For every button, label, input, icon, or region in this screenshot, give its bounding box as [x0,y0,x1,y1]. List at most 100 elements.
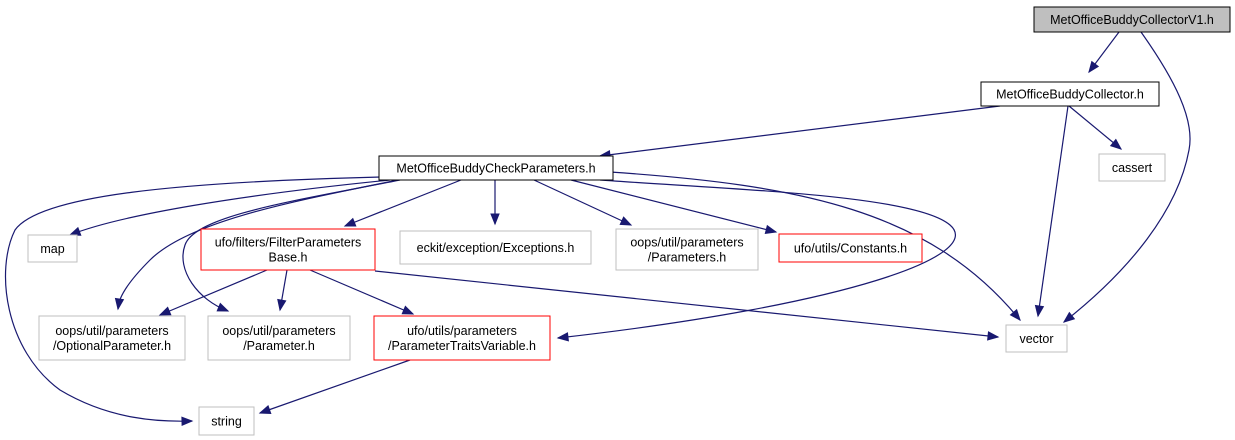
arrowhead [987,331,1000,341]
arrowhead [619,216,633,226]
node-label: ufo/utils/Constants.h [794,242,907,256]
edge-line [4,176,382,422]
node-box [198,406,255,436]
node-label: map [40,242,64,256]
edges-layer [4,31,1191,426]
edge-line [1037,105,1069,317]
arrowhead [258,405,272,414]
node-oops-util-parameters-optionalparameter-h: oops/util/parameters/OptionalParameter.h [38,315,186,361]
arrowhead [277,298,287,312]
node-cassert: cassert [1098,153,1166,182]
edge-metofficebuddycheckparameters-h-to-eckit-exception-exceptions-h [490,180,500,226]
edge-line [609,171,1021,321]
node-label: /Parameters.h [648,251,727,265]
node-label: vector [1019,332,1053,346]
node-metofficebuddycollector-h[interactable]: MetOfficeBuddyCollector.h [980,81,1160,107]
node-label: oops/util/parameters [630,236,743,250]
arrowhead [216,302,230,312]
node-box [1098,153,1166,182]
edge-line [374,270,999,338]
edge-metofficebuddycheckparameters-h-to-ufo-utils-constants-h [570,179,778,235]
edge-line [259,359,411,414]
node-box [373,315,551,361]
edge-line [309,269,414,315]
edge-metofficebuddycheckparameters-h-to-oops-util-parameters-parameter-h [182,179,401,312]
edge-metofficebuddycollector-h-to-metofficebuddycheckparameters-h [598,105,1001,160]
edge-ufo-utils-parameters-parametertraitsvariable-h-to-string [258,359,411,414]
arrowhead [490,213,500,226]
node-oops-util-parameters-parameter-h: oops/util/parameters/Parameter.h [207,315,351,361]
edge-line [533,179,632,226]
edge-metofficebuddycheckparameters-h-to-map [68,179,391,236]
edge-line [557,179,956,339]
node-label: oops/util/parameters [222,324,335,338]
edge-metofficebuddycollectorv1-h-to-vector [1062,31,1191,323]
node-metofficebuddycollectorv1-h[interactable]: MetOfficeBuddyCollectorV1.h [1033,6,1231,33]
node-box [38,315,186,361]
node-label: ufo/filters/FilterParameters [215,236,362,250]
node-label: cassert [1112,161,1153,175]
arrowhead [158,306,172,316]
node-label: eckit/exception/Exceptions.h [417,241,575,255]
arrowhead [343,217,357,227]
edge-line [1068,105,1122,150]
node-label: ufo/utils/parameters [407,324,517,338]
arrowhead [68,226,82,236]
node-label: /ParameterTraitsVariable.h [388,339,536,353]
arrowhead [764,224,778,235]
edge-metofficebuddycollector-h-to-vector [1034,105,1069,318]
nodes-layer: MetOfficeBuddyCollectorV1.hMetOfficeBudd… [27,6,1231,436]
node-label: /OptionalParameter.h [53,339,171,353]
node-ufo-utils-parameters-parametertraitsvariable-h[interactable]: ufo/utils/parameters/ParameterTraitsVari… [373,315,551,361]
edge-metofficebuddycheckparameters-h-to-vector [609,171,1021,322]
edge-line [599,105,1001,157]
arrowhead [1062,311,1076,323]
edge-line [182,179,401,312]
node-box [207,315,351,361]
edge-metofficebuddycheckparameters-h-to-ufo-utils-parameters-parametertraitsvariable-h [556,179,956,342]
arrowhead [556,332,569,342]
edge-ufo-filters-filterparametersbase-h-to-vector [374,270,1000,341]
arrowhead [1088,60,1100,74]
node-box [615,228,759,271]
node-label: MetOfficeBuddyCollectorV1.h [1050,13,1214,27]
arrowhead [181,416,194,426]
node-ufo-utils-constants-h[interactable]: ufo/utils/Constants.h [778,233,923,263]
node-map: map [27,234,78,263]
edge-line [69,179,391,236]
edge-metofficebuddycheckparameters-h-to-oops-util-parameters-parameters-h [533,179,633,226]
node-vector: vector [1005,324,1068,353]
node-box [778,233,923,263]
node-box [1005,324,1068,353]
edge-metofficebuddycollector-h-to-cassert [1068,105,1123,150]
node-box [378,155,614,181]
arrowhead [114,297,125,311]
edge-metofficebuddycheckparameters-h-to-ufo-filters-filterparametersbase-h [343,179,462,227]
arrowhead [1034,304,1045,318]
edge-line [159,269,268,316]
node-box [27,234,78,263]
arrowhead [1109,138,1123,150]
node-eckit-exception-exceptions-h: eckit/exception/Exceptions.h [399,230,592,265]
node-oops-util-parameters-parameters-h: oops/util/parameters/Parameters.h [615,228,759,271]
node-box [200,228,376,271]
node-label: string [211,415,242,429]
node-box [1033,6,1231,33]
node-label: MetOfficeBuddyCheckParameters.h [396,162,595,176]
edge-metofficebuddycheckparameters-h-to-string [4,176,382,426]
edge-ufo-filters-filterparametersbase-h-to-ufo-utils-parameters-parametertraitsvariable-h [309,269,415,315]
node-label: /Parameter.h [243,339,315,353]
node-string: string [198,406,255,436]
edge-line [344,179,462,227]
edge-line [570,179,777,233]
arrowhead [1009,308,1021,322]
edge-line [1063,31,1191,323]
edge-ufo-filters-filterparametersbase-h-to-oops-util-parameters-parameter-h [277,269,288,312]
edge-metofficebuddycollectorv1-h-to-metofficebuddycollector-h [1088,31,1120,74]
node-metofficebuddycheckparameters-h[interactable]: MetOfficeBuddyCheckParameters.h [378,155,614,181]
node-label: Base.h [269,251,308,265]
node-label: MetOfficeBuddyCollector.h [996,88,1144,102]
node-box [980,81,1160,107]
